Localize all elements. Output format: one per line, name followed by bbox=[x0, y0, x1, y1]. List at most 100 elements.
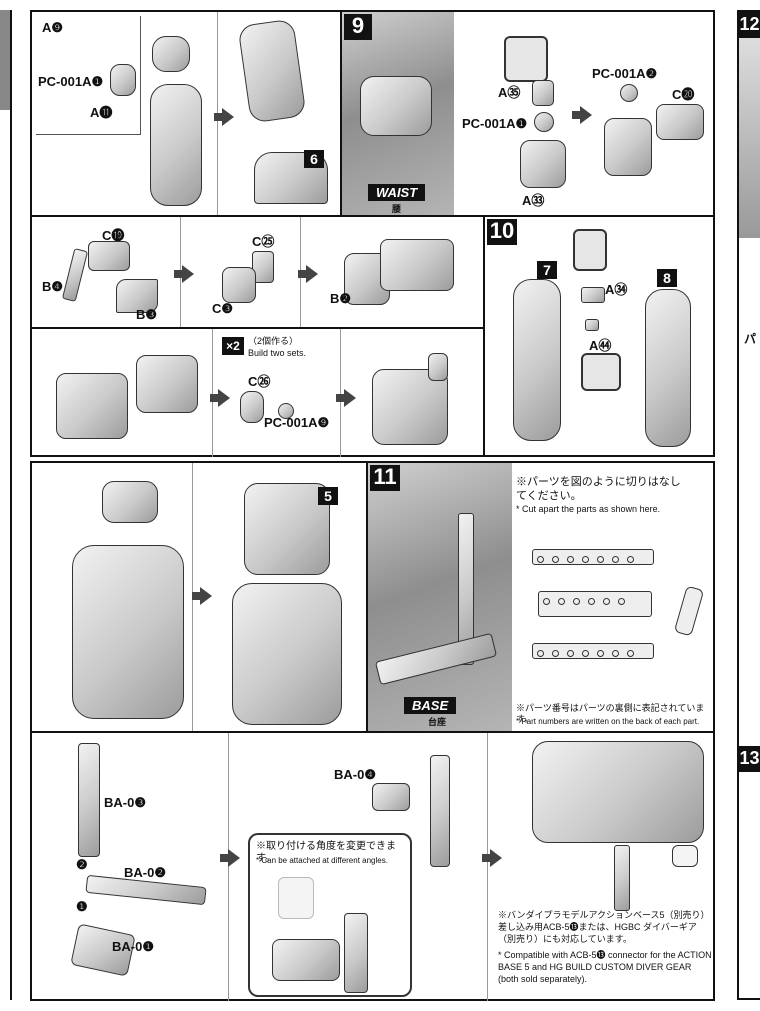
label-a11: A⓫ bbox=[90, 105, 113, 120]
label-b3: B❸ bbox=[136, 307, 158, 322]
panel-leg-assembly: A❾ PC-001A❶ A⓫ 6 bbox=[30, 10, 342, 217]
label-pc001a9: PC-001A❾ bbox=[264, 415, 330, 430]
hole bbox=[582, 650, 589, 657]
part-base-pole bbox=[458, 513, 474, 665]
compat-en: * Compatible with ACB-5⓭ connector for t… bbox=[498, 950, 712, 984]
hole bbox=[582, 556, 589, 563]
waist-jp: 腰 bbox=[392, 204, 402, 214]
panel-step-11: 11 BASE 台座 ※パーツを図のように切りはなしてください。 * Cut a… bbox=[366, 461, 715, 733]
hole bbox=[552, 556, 559, 563]
hole bbox=[627, 556, 634, 563]
part-c20 bbox=[656, 104, 704, 140]
part-a44 bbox=[585, 319, 599, 331]
marker-2: ❷ bbox=[76, 857, 88, 872]
label-pc001a1-waist: PC-001A❶ bbox=[462, 116, 528, 131]
part-ba03 bbox=[78, 743, 100, 857]
angle-en: * Can be attached at different angles. bbox=[256, 856, 388, 865]
part-c3 bbox=[222, 267, 256, 303]
panel-body-assembly: 5 bbox=[30, 461, 368, 733]
badge-8: 8 bbox=[657, 269, 677, 287]
right-strip-jp: パ bbox=[744, 332, 757, 346]
badge-5: 5 bbox=[318, 487, 338, 505]
part-arm-cap bbox=[428, 353, 448, 381]
part-leg-upper bbox=[150, 84, 202, 206]
step-number-11: 11 bbox=[370, 465, 400, 491]
base-preview bbox=[368, 463, 512, 733]
step-number-10: 10 bbox=[487, 219, 517, 245]
part-legs bbox=[72, 545, 184, 719]
hole bbox=[588, 598, 595, 605]
step-number-9: 9 bbox=[344, 14, 372, 40]
callout-a44-hint bbox=[581, 353, 621, 391]
step-arrow bbox=[336, 389, 356, 407]
left-page-edge bbox=[0, 10, 12, 1000]
hole bbox=[612, 650, 619, 657]
step-number-12: 12 bbox=[739, 12, 760, 38]
divider bbox=[212, 329, 213, 457]
marker-1: ❶ bbox=[76, 899, 88, 914]
step-arrow bbox=[210, 389, 230, 407]
part-arm-final bbox=[372, 369, 448, 445]
label-a35: A㉟ bbox=[498, 85, 521, 100]
badge-6: 6 bbox=[304, 150, 324, 168]
part-poly-cap bbox=[534, 112, 554, 132]
part-waist-assembly bbox=[604, 118, 652, 176]
part-poly-cap-a9 bbox=[278, 403, 294, 419]
label-a44: A㊹ bbox=[589, 338, 612, 353]
step-arrow bbox=[298, 265, 318, 283]
label-ba04: BA-0❹ bbox=[334, 767, 376, 782]
hole bbox=[603, 598, 610, 605]
panel-base-assembly: BA-0❸ ❷ BA-0❷ ❶ BA-0❶ BA-0❹ ※取り付ける角度を変更で… bbox=[30, 731, 715, 1001]
note-partnum-en: * Part numbers are written on the back o… bbox=[516, 717, 700, 726]
label-c20: C⓴ bbox=[672, 87, 695, 102]
part-pole-assembled bbox=[430, 755, 450, 867]
note-partnum-jp: ※パーツ番号はパーツの裏側に表記されています。 bbox=[516, 703, 705, 724]
part-c19 bbox=[88, 241, 130, 271]
label-b4: B❹ bbox=[42, 279, 64, 294]
build-jp: （2個作る） bbox=[248, 336, 299, 346]
part-arm-body-set bbox=[136, 355, 198, 413]
hole bbox=[627, 650, 634, 657]
part-ghost-connector bbox=[278, 877, 314, 919]
subassembly-box bbox=[36, 16, 141, 135]
runner-bar-1 bbox=[532, 549, 654, 565]
label-a34: A㉞ bbox=[605, 282, 628, 297]
part-connector bbox=[673, 585, 705, 637]
label-a33: A㉝ bbox=[522, 193, 545, 208]
part-waist-preview bbox=[360, 76, 432, 136]
hole bbox=[558, 598, 565, 605]
part-poly-cap-2 bbox=[620, 84, 638, 102]
label-c19: C⓳ bbox=[102, 228, 125, 243]
label-c3: C❸ bbox=[212, 301, 234, 316]
hole bbox=[552, 650, 559, 657]
right-strip-image bbox=[739, 38, 760, 238]
badge-x2: ×2 bbox=[222, 337, 244, 355]
left-page-edge-shade bbox=[0, 10, 10, 110]
step-arrow bbox=[174, 265, 194, 283]
part-base-tab bbox=[672, 845, 698, 867]
hole bbox=[612, 556, 619, 563]
step-arrow bbox=[214, 108, 234, 126]
angle-jp: ※取り付ける角度を変更できます。 bbox=[256, 841, 396, 864]
note-cut-en: * Cut apart the parts as shown here. bbox=[516, 504, 661, 514]
hole bbox=[618, 598, 625, 605]
note-cut-jp: ※パーツを図のように切りはなしてください。 bbox=[516, 476, 681, 502]
part-c25 bbox=[252, 251, 274, 283]
hole bbox=[567, 650, 574, 657]
label-b2: B❷ bbox=[330, 291, 352, 306]
label-a9: A❾ bbox=[42, 20, 64, 35]
badge-7: 7 bbox=[537, 261, 557, 279]
part-joint bbox=[110, 64, 136, 96]
step-arrow bbox=[220, 849, 240, 867]
part-a34 bbox=[581, 287, 605, 303]
callout-angle: ※取り付ける角度を変更できます。 * Can be attached at di… bbox=[248, 833, 412, 997]
callout-a34-hint bbox=[573, 229, 607, 271]
part-upper-body bbox=[244, 483, 330, 575]
part-mech-on-base bbox=[532, 741, 704, 843]
hole bbox=[597, 650, 604, 657]
part-connector-callout bbox=[272, 939, 340, 981]
step-arrow bbox=[482, 849, 502, 867]
label-pc001a1: PC-001A❶ bbox=[38, 74, 104, 89]
part-b4 bbox=[61, 248, 89, 302]
part-ba04 bbox=[372, 783, 410, 811]
